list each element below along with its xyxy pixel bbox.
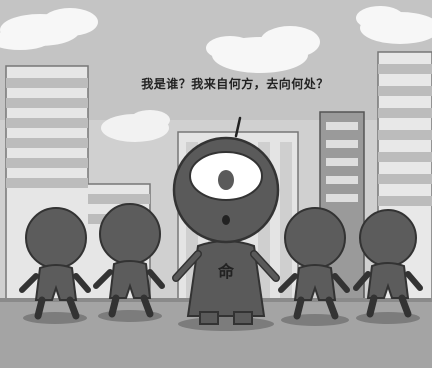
person-icon: [19, 207, 91, 320]
chest-label: 命: [217, 262, 235, 281]
person-icon: [353, 209, 423, 318]
cloud-icon: [356, 6, 432, 44]
cloud-icon: [101, 110, 170, 142]
main-person-icon: [172, 136, 280, 325]
thought-caption: 我是谁？我来自何方，去向何处？: [141, 77, 329, 91]
speech-tail-icon: [234, 116, 242, 138]
cloud-icon: [0, 8, 98, 50]
person-icon: [278, 207, 350, 320]
person-icon: [93, 203, 165, 318]
cloud-icon: [206, 26, 320, 73]
